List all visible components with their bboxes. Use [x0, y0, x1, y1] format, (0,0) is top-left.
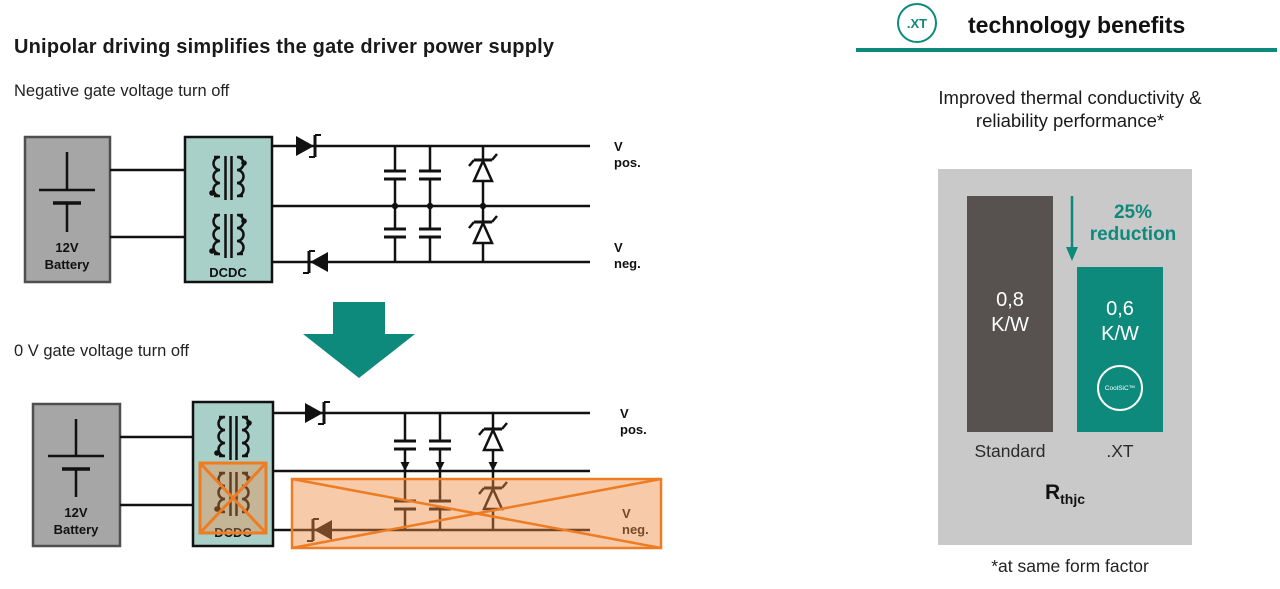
circuit2-wires: [120, 435, 193, 507]
reduction-annotation: 25% reduction: [1089, 202, 1177, 245]
svg-text:neg.: neg.: [614, 256, 641, 271]
svg-text:Battery: Battery: [45, 257, 91, 272]
bar-value-xt: 0,6 K/W: [1101, 298, 1139, 345]
teal-divider: [856, 48, 1277, 52]
thermal-chart-panel: 0,8 K/W 0,6 K/W CoolSiC™ 25% reduction S…: [938, 169, 1192, 545]
dcdc-box: DCDC: [183, 135, 274, 284]
page-title: Unipolar driving simplifies the gate dri…: [14, 36, 555, 58]
category-label-standard: Standard: [974, 441, 1046, 461]
xt-badge-icon: .XT: [897, 3, 937, 43]
zener-icon: [477, 421, 509, 452]
svg-text:neg.: neg.: [622, 522, 649, 537]
dcdc-crossed-overlay: [198, 461, 268, 535]
footnote: *at same form factor: [991, 556, 1149, 576]
coolsic-badge-icon: CoolSiC™: [1097, 365, 1143, 411]
xt-badge-label: .XT: [906, 15, 928, 31]
battery-icon: [39, 152, 95, 232]
bar-xt: 0,6 K/W CoolSiC™: [1077, 267, 1163, 432]
svg-text:Battery: Battery: [54, 522, 100, 537]
bar-standard: 0,8 K/W: [967, 196, 1053, 432]
svg-text:pos.: pos.: [614, 155, 641, 170]
circuit1-wires: [110, 168, 185, 239]
dcdc-box: DCDC: [191, 400, 275, 548]
vneg-label: V: [614, 240, 623, 255]
vneg-label: V: [622, 506, 631, 521]
bar-value-standard: 0,8 K/W: [991, 289, 1029, 336]
vpos-label: V: [614, 139, 623, 154]
reduction-arrow-down-icon: [1066, 196, 1078, 261]
transition-arrow-down-icon: [303, 302, 415, 378]
axis-label-rthjc: Rthjc: [1044, 481, 1086, 508]
circuit2-diagram: 12V Battery DCDC: [31, 400, 663, 550]
svg-text:pos.: pos.: [620, 422, 647, 437]
circuit1-caption: Negative gate voltage turn off: [14, 82, 230, 100]
technology-benefits-title: technology benefits: [968, 12, 1186, 38]
category-label-xt: .XT: [1106, 441, 1134, 461]
battery-label: 12V: [55, 240, 78, 255]
battery-label: 12V: [64, 505, 87, 520]
circuit1-diagram: 12V Battery DCDC: [23, 133, 641, 284]
zener-icon: [467, 152, 499, 183]
battery-icon: [48, 419, 104, 497]
dcdc-label: DCDC: [209, 265, 247, 280]
vpos-label: V: [620, 406, 629, 421]
battery-box: 12V Battery: [23, 135, 112, 284]
battery-box: 12V Battery: [31, 402, 122, 548]
benefit-subtitle: Improved thermal conductivity & reliabil…: [938, 87, 1202, 131]
circuit2-caption: 0 V gate voltage turn off: [14, 342, 189, 360]
zener-icon: [467, 214, 499, 245]
vneg-crossed-overlay: [290, 477, 663, 550]
